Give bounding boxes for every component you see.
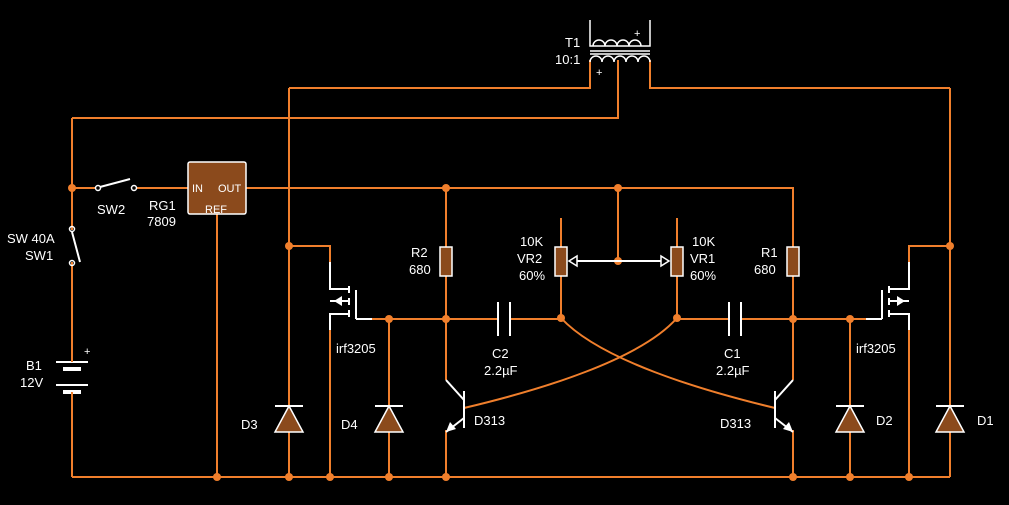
r1-ref: R1: [761, 245, 778, 260]
c2-ref: C2: [492, 346, 509, 361]
resistor-r1[interactable]: R1 680: [754, 245, 800, 277]
vr1-ref: VR1: [690, 251, 715, 266]
transformer-t1[interactable]: + + T1 10:1: [555, 20, 651, 79]
mosfet-left[interactable]: irf3205: [329, 262, 376, 356]
vr1-value: 10K: [692, 234, 715, 249]
t-left-part: D313: [474, 413, 505, 428]
diode-d3[interactable]: D3: [241, 404, 305, 433]
regulator-rg1[interactable]: IN OUT REF RG1 7809: [147, 161, 247, 229]
d3-ref: D3: [241, 417, 258, 432]
t1-ratio: 10:1: [555, 52, 580, 67]
d2-ref: D2: [876, 413, 893, 428]
capacitor-c1[interactable]: C1 2.2µF: [716, 302, 750, 378]
diode-d2[interactable]: D2: [834, 404, 893, 433]
diode-d1[interactable]: D1: [934, 404, 994, 433]
sw1-rating: SW 40A: [7, 231, 55, 246]
d4-ref: D4: [341, 417, 358, 432]
rg1-pin-ref: REF: [205, 204, 227, 216]
vr2-ref: VR2: [517, 251, 542, 266]
sw2-ref: SW2: [97, 202, 125, 217]
rg1-ref: RG1: [149, 198, 176, 213]
rg1-pin-out: OUT: [218, 183, 242, 195]
q-left-part: irf3205: [336, 341, 376, 356]
c1-value: 2.2µF: [716, 363, 750, 378]
switch-sw1[interactable]: SW 40A SW1: [7, 225, 81, 267]
svg-text:+: +: [634, 28, 640, 40]
bjt-left[interactable]: D313: [445, 379, 505, 433]
vr2-setting: 60%: [519, 268, 545, 283]
switch-sw2[interactable]: SW2: [94, 178, 138, 217]
junction-dots: [68, 184, 954, 481]
r2-value: 680: [409, 262, 431, 277]
b1-value: 12V: [20, 375, 43, 390]
svg-text:+: +: [596, 67, 602, 79]
b1-ref: B1: [26, 358, 42, 373]
c1-ref: C1: [724, 346, 741, 361]
diode-d4[interactable]: D4: [341, 404, 405, 433]
c2-value: 2.2µF: [484, 363, 518, 378]
r1-value: 680: [754, 262, 776, 277]
t1-ref: T1: [565, 35, 580, 50]
vr1-setting: 60%: [690, 268, 716, 283]
sw1-ref: SW1: [25, 248, 53, 263]
rg1-pin-in: IN: [192, 183, 203, 195]
d1-ref: D1: [977, 413, 994, 428]
wires: [71, 60, 951, 478]
capacitor-c2[interactable]: C2 2.2µF: [484, 302, 518, 378]
r2-ref: R2: [411, 245, 428, 260]
q-right-part: irf3205: [856, 341, 896, 356]
potentiometer-vr1[interactable]: 10K VR1 60%: [618, 234, 716, 283]
resistor-r2[interactable]: R2 680: [409, 245, 453, 277]
vr2-value: 10K: [520, 234, 543, 249]
battery-b1: + B1 12V: [20, 330, 90, 395]
svg-text:+: +: [84, 346, 90, 358]
rg1-value: 7809: [147, 214, 176, 229]
t-right-part: D313: [720, 416, 751, 431]
potentiometer-vr2[interactable]: 10K VR2 60%: [517, 234, 618, 283]
mosfet-right[interactable]: irf3205: [856, 262, 910, 356]
bjt-right[interactable]: D313: [720, 379, 794, 433]
